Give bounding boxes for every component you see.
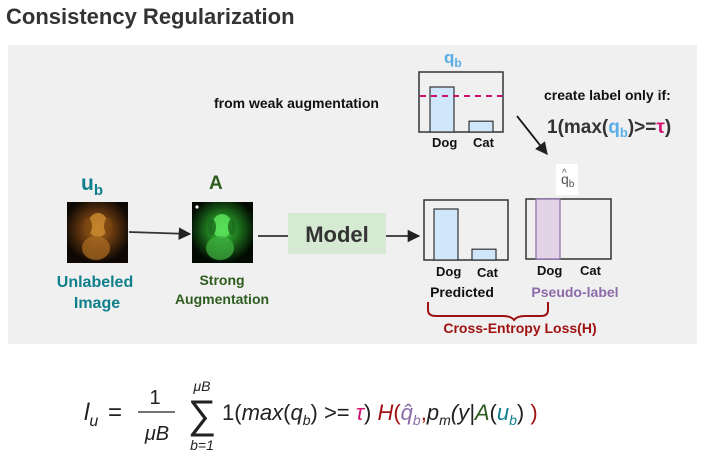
pseudo-dog-label: Dog bbox=[537, 263, 562, 278]
weak-dog-bar bbox=[429, 86, 455, 133]
loss-formula: lu = 1 μB μB ∑ b=1 1(max(qb) >= τ) H(q̂b… bbox=[84, 378, 538, 453]
qhat-symbol: qb bbox=[561, 171, 575, 190]
input-label-line2: Image bbox=[74, 295, 120, 312]
input-symbol: ub bbox=[81, 172, 103, 199]
qhat-box bbox=[556, 164, 578, 195]
formula-sum-symbol: ∑ bbox=[188, 393, 217, 437]
loss-bracket bbox=[427, 302, 549, 322]
pseudo-dog-bar bbox=[535, 198, 561, 260]
formula-sum-top: μB bbox=[192, 378, 210, 394]
weak-dog-label: Dog bbox=[432, 135, 457, 150]
formula-body: 1(max(qb) >= τ) H(q̂b,pm(y|A(ub) ) bbox=[222, 400, 538, 428]
pseudo-cat-label: Cat bbox=[580, 263, 602, 278]
weak-cat-label: Cat bbox=[473, 135, 495, 150]
pseudo-label-text: Pseudo-label bbox=[531, 284, 618, 300]
predicted-dog-bar bbox=[433, 208, 459, 261]
model-label: Model bbox=[305, 222, 369, 247]
strong-label-line2: Augmentation bbox=[175, 291, 269, 307]
model-box bbox=[288, 213, 386, 254]
qhat-hat-mark: ^ bbox=[562, 168, 567, 179]
formula-sum-bottom: b=1 bbox=[190, 437, 214, 453]
predicted-dog-label: Dog bbox=[436, 264, 461, 279]
weak-histogram bbox=[418, 71, 504, 133]
formula-equals: = bbox=[108, 399, 122, 426]
arrow-input-to-strong bbox=[128, 227, 192, 240]
strong-label-line1: Strong bbox=[199, 272, 244, 288]
weak-aug-label: from weak augmentation bbox=[214, 95, 379, 111]
pseudo-label-histogram bbox=[525, 198, 612, 260]
condition-text: create label only if: bbox=[544, 87, 671, 103]
weak-symbol: qb bbox=[444, 48, 462, 70]
formula-numerator: 1 bbox=[149, 387, 160, 409]
diagram-panel bbox=[8, 45, 697, 344]
weak-cat-bar bbox=[468, 120, 494, 133]
condition-expression: 1(max(qb)>=τ) bbox=[547, 117, 671, 140]
loss-label: Cross-Entropy Loss(H) bbox=[443, 320, 596, 336]
page-title: Consistency Regularization bbox=[6, 4, 295, 29]
formula-lhs: lu bbox=[84, 399, 98, 430]
predicted-cat-label: Cat bbox=[477, 265, 499, 280]
strong-symbol: A bbox=[209, 173, 223, 194]
input-label-line1: Unlabeled bbox=[57, 274, 133, 291]
predicted-cat-bar bbox=[471, 248, 497, 261]
condition-arrow bbox=[516, 115, 548, 155]
predicted-label: Predicted bbox=[430, 284, 494, 300]
predicted-histogram bbox=[423, 199, 509, 261]
formula-denominator: μB bbox=[144, 423, 169, 445]
unlabeled-dog-image bbox=[67, 202, 128, 263]
strong-augmented-image bbox=[192, 202, 253, 263]
